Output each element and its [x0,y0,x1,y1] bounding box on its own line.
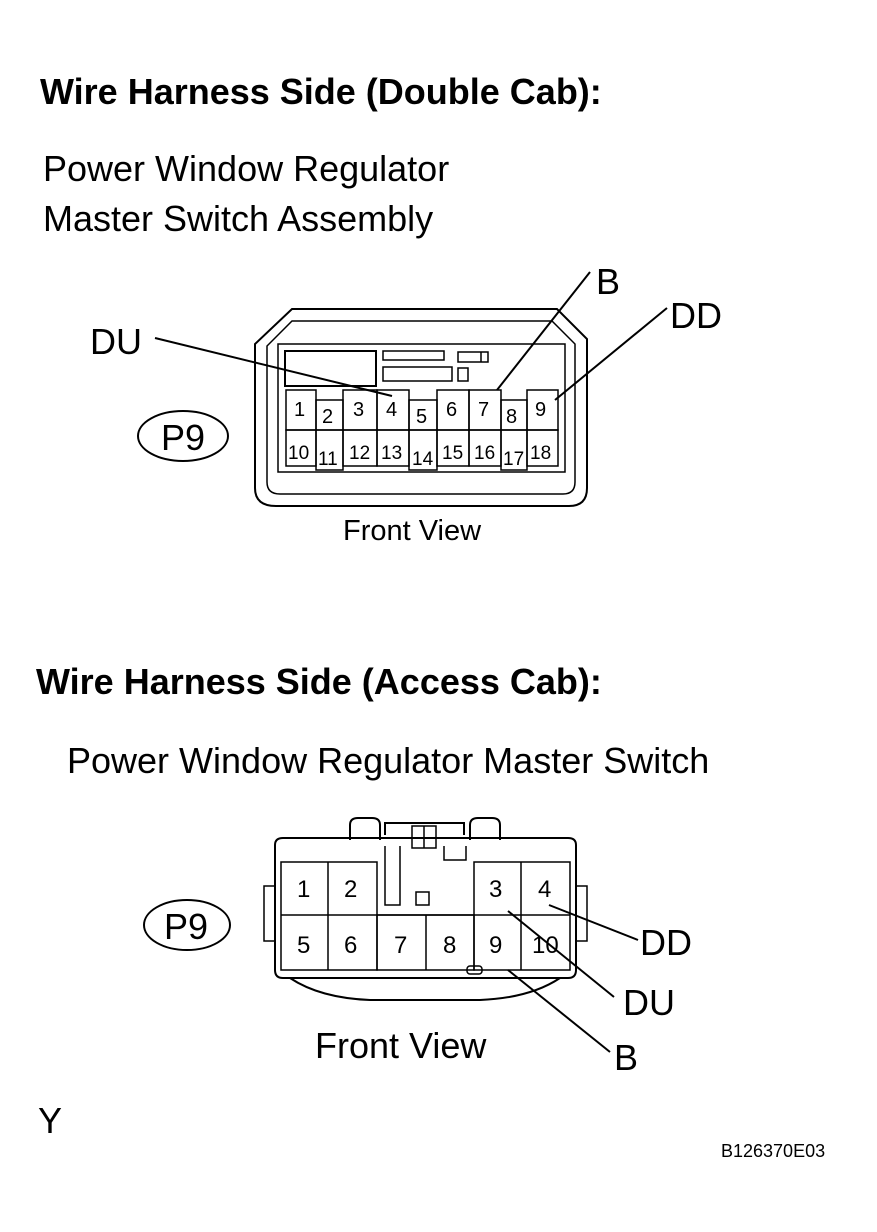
connector-code-text: P9 [161,417,205,458]
connector-inner-shell [266,320,576,495]
double-cab-connector: 1 2 3 4 5 6 7 8 9 10 11 12 13 14 15 16 1… [254,308,588,507]
terminal-grid-right [473,861,571,971]
side-ear-right [575,885,588,942]
terminal-label-du: DU [623,982,675,1023]
pin-number: 17 [503,449,524,470]
terminal-label-dd: DD [670,295,722,336]
pin-number: 15 [442,443,463,464]
pin-cell-18 [526,429,559,467]
leader-dd [548,904,639,941]
pin-number: 8 [443,932,456,959]
connector-body [274,837,577,979]
access-cab-title: Wire Harness Side (Access Cab): [36,661,602,702]
pin-number: 4 [386,399,397,421]
terminal-label-du: DU [90,321,142,362]
latch-block-left [284,350,377,387]
pin-number: 14 [412,449,434,470]
leader-b [496,271,591,391]
leader-du [507,910,615,998]
pin-number: 8 [506,406,517,428]
double-cab-title: Wire Harness Side (Double Cab): [40,71,602,112]
pin-number: 12 [349,443,370,464]
access-cab-callouts: DD DU B [507,904,692,1078]
pin-number: 1 [297,876,310,903]
pin-number: 9 [489,932,502,959]
pin-number: 6 [344,932,357,959]
double-cab-view-label: Front View [343,515,482,547]
leader-du [154,337,393,397]
pin-number: 2 [344,876,357,903]
center-slot-right [443,846,467,861]
pin-number: 18 [530,443,551,464]
connector-code-text: P9 [164,906,208,947]
pin-number: 3 [353,399,364,421]
leader-dd [554,307,668,401]
key-small-mid [457,367,469,382]
center-slot [384,846,401,906]
double-cab-callouts: DU B DD [90,261,722,401]
pin-number: 11 [318,449,338,470]
pin-number: 1 [294,399,305,421]
connector-code-ellipse [143,899,231,951]
terminal-label-b: B [596,261,620,302]
connector-code-ellipse [137,410,229,462]
bottom-key [466,965,483,975]
double-cab-component-line1: Power Window Regulator [43,148,449,189]
pin-number: 16 [474,443,495,464]
access-cab-connector-code: P9 [143,899,231,951]
access-cab-connector: 1 2 3 4 5 6 7 8 9 10 [263,817,588,1001]
terminal-label-dd: DD [640,922,692,963]
figure-code: B126370E03 [721,1141,825,1161]
pin-number: 7 [394,932,407,959]
leader-b [507,969,611,1053]
access-cab-view-label: Front View [315,1025,487,1066]
pin-number: 2 [322,406,333,428]
latch-slot-top [382,350,445,361]
footer-mark: Y [38,1100,62,1141]
latch-slot-bottom [382,366,453,382]
double-cab-connector-code: P9 [137,410,229,462]
pin-number: 10 [532,932,559,959]
connector-outer-shell [254,308,588,507]
terminal-grid-left [280,861,378,971]
connector-bottom-curve [289,977,561,1001]
lock-bridge [384,822,465,835]
access-cab-section: Wire Harness Side (Access Cab): Power Wi… [36,661,709,1078]
terminal-label-b: B [614,1037,638,1078]
side-ear-left [263,885,276,942]
pin-number: 5 [297,932,310,959]
center-key [415,891,430,906]
double-cab-section: Wire Harness Side (Double Cab): Power Wi… [40,71,722,547]
pin-number: 6 [446,399,457,421]
key-small-top [457,351,489,363]
pin-number: 13 [381,443,402,464]
lock-tab-left [349,817,381,840]
double-cab-component-line2: Master Switch Assembly [43,198,433,239]
pin-number: 5 [416,406,427,428]
access-cab-component: Power Window Regulator Master Switch [67,740,709,781]
lock-tab-right [469,817,501,840]
pin-number: 9 [535,399,546,421]
pin-number: 10 [288,443,309,464]
pin-number: 7 [478,399,489,421]
pin-number: 4 [538,876,551,903]
pin-number: 3 [489,876,502,903]
terminal-frame [277,343,566,473]
